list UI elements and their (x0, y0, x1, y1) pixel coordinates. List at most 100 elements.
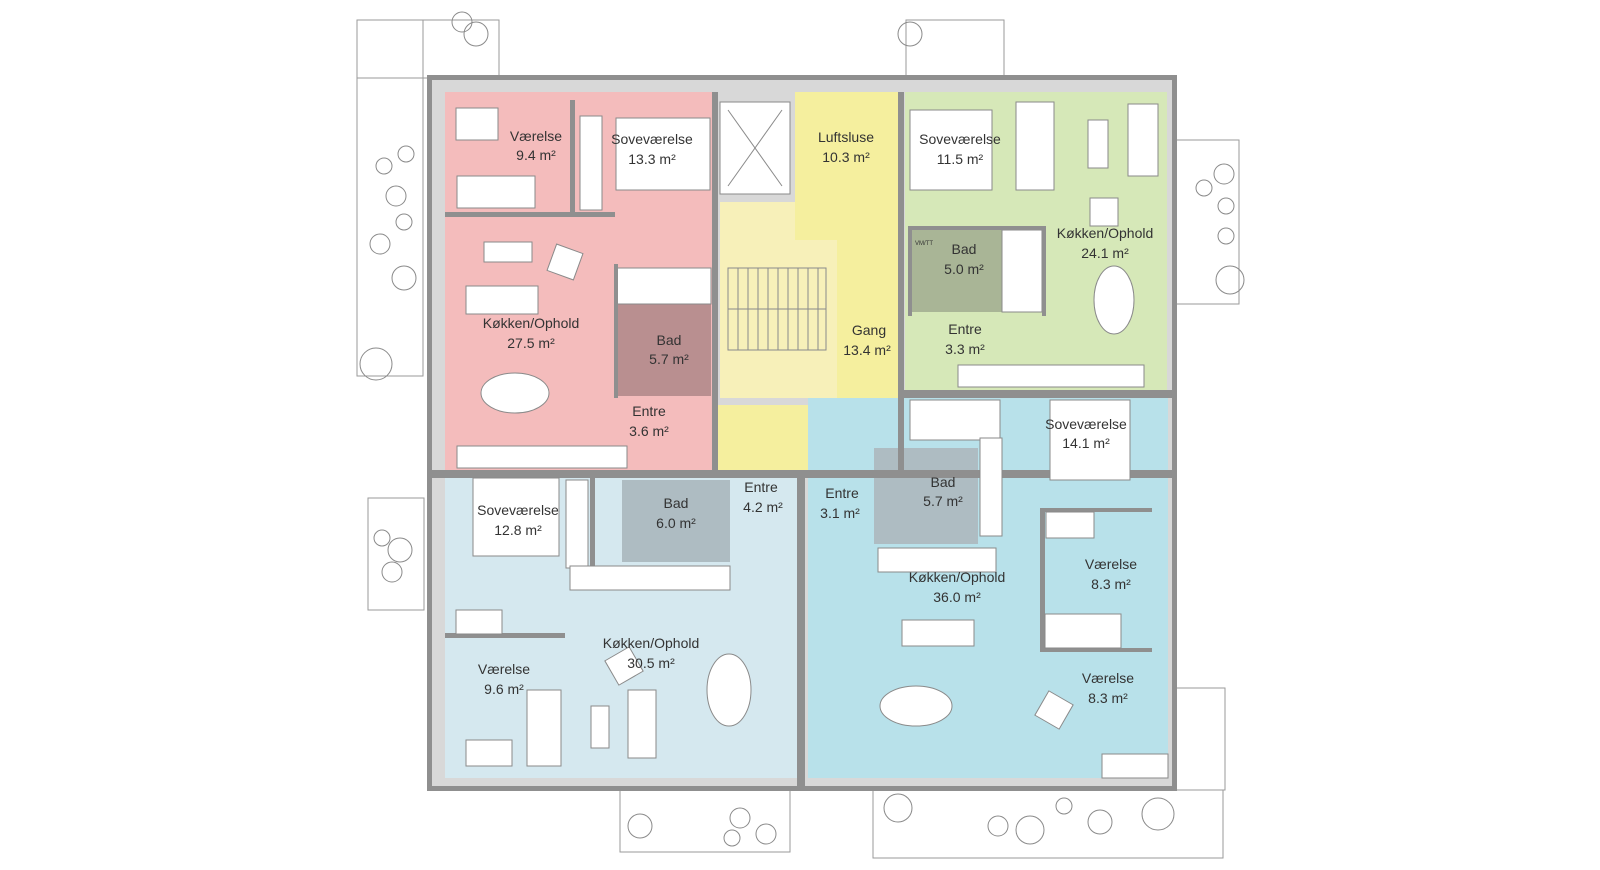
room-name: Soveværelse (1045, 416, 1127, 432)
wardrobe (1015, 101, 1055, 191)
room-name: Køkken/Ophold (909, 569, 1006, 585)
room-name: Køkken/Ophold (483, 315, 580, 331)
shower-blue (909, 399, 1001, 441)
armchair (546, 243, 584, 281)
bed-double (472, 477, 560, 557)
wall (712, 92, 718, 470)
room-area: 3.6 m² (629, 423, 669, 439)
room-name: Luftsluse (818, 129, 874, 145)
plant (387, 537, 413, 563)
bed-double (615, 117, 711, 191)
plant (1195, 179, 1213, 197)
sofa (1127, 103, 1159, 177)
wall (570, 100, 575, 212)
plant (987, 815, 1009, 837)
plant (385, 185, 407, 207)
room-area: 9.6 m² (484, 681, 524, 697)
plant (723, 829, 741, 847)
kitchen-counter (957, 364, 1145, 388)
shower-red (616, 267, 712, 305)
room-area: 5.0 m² (944, 261, 984, 277)
wall (904, 390, 1172, 398)
wardrobe (979, 437, 1003, 537)
plant (883, 793, 913, 823)
room-labels: Værelse 9.4 m² Soveværelse 13.3 m² Køkke… (477, 128, 1153, 706)
luftsluse-area (795, 92, 898, 212)
table-small (483, 241, 533, 263)
desk (455, 609, 503, 635)
wall (1042, 226, 1046, 316)
wall (797, 478, 805, 786)
bed (456, 175, 536, 209)
room-area: 8.3 m² (1091, 576, 1131, 592)
room-name: Værelse (1082, 670, 1134, 686)
room-name: Gang (852, 322, 886, 338)
room-area: 36.0 m² (933, 589, 981, 605)
sofa (1101, 753, 1169, 779)
room-name: Bad (952, 241, 977, 257)
room-name: Entre (948, 321, 982, 337)
sofa (627, 689, 657, 759)
room-area: 14.1 m² (1062, 435, 1110, 451)
wardrobe (565, 479, 589, 569)
kitchen-counter (456, 445, 628, 469)
room-name: Entre (825, 485, 859, 501)
room-area: 13.4 m² (843, 342, 891, 358)
desk (465, 739, 513, 767)
armchair (604, 646, 644, 686)
bath-green (910, 230, 1002, 312)
plant (1087, 809, 1113, 835)
wall (445, 212, 615, 217)
room-name: Værelse (1085, 556, 1137, 572)
wall (614, 264, 618, 398)
table-small (1087, 119, 1109, 169)
lift-cross (727, 109, 783, 187)
balcony-left-top (356, 19, 424, 377)
wall (1040, 648, 1152, 652)
armchair (1034, 690, 1074, 730)
room-area: 8.3 m² (1088, 690, 1128, 706)
wall (1040, 508, 1152, 512)
plant (391, 265, 417, 291)
wall (1040, 508, 1045, 648)
room-area: 30.5 m² (627, 655, 675, 671)
plant (375, 157, 393, 175)
wall (590, 478, 595, 568)
room-name: Køkken/Ophold (603, 635, 700, 651)
room-name: Bad (931, 474, 956, 490)
furniture (455, 101, 1169, 779)
dining-table (480, 372, 550, 414)
room-area: 11.5 m² (937, 151, 984, 167)
room-name: Soveværelse (477, 502, 559, 518)
armchair (1089, 197, 1119, 227)
plant (397, 145, 415, 163)
balcony-top-left (356, 19, 500, 79)
plants (359, 11, 1245, 847)
room-area: 10.3 m² (822, 149, 870, 165)
room-name: Værelse (478, 661, 530, 677)
room-area: 27.5 m² (507, 335, 555, 351)
room-area: 24.1 m² (1081, 245, 1129, 261)
plant (373, 529, 391, 547)
dining-table (879, 685, 953, 727)
plant (897, 21, 923, 47)
plant (1055, 797, 1073, 815)
bed-double (1049, 399, 1131, 481)
sofa (465, 285, 539, 315)
dining-table (706, 653, 752, 727)
shower-green (1001, 229, 1043, 313)
room-area: 5.7 m² (923, 493, 963, 509)
room-name: Bad (664, 495, 689, 511)
plant (1217, 197, 1235, 215)
room-area: 3.1 m² (820, 505, 860, 521)
table-small (590, 705, 610, 749)
plant (359, 347, 393, 381)
room-area: 6.0 m² (656, 515, 696, 531)
plant (1215, 265, 1245, 295)
room-name: Bad (657, 332, 682, 348)
plant (729, 807, 751, 829)
bed (526, 689, 562, 767)
plant (395, 213, 413, 231)
plant (1015, 815, 1045, 845)
wall (432, 470, 1172, 478)
